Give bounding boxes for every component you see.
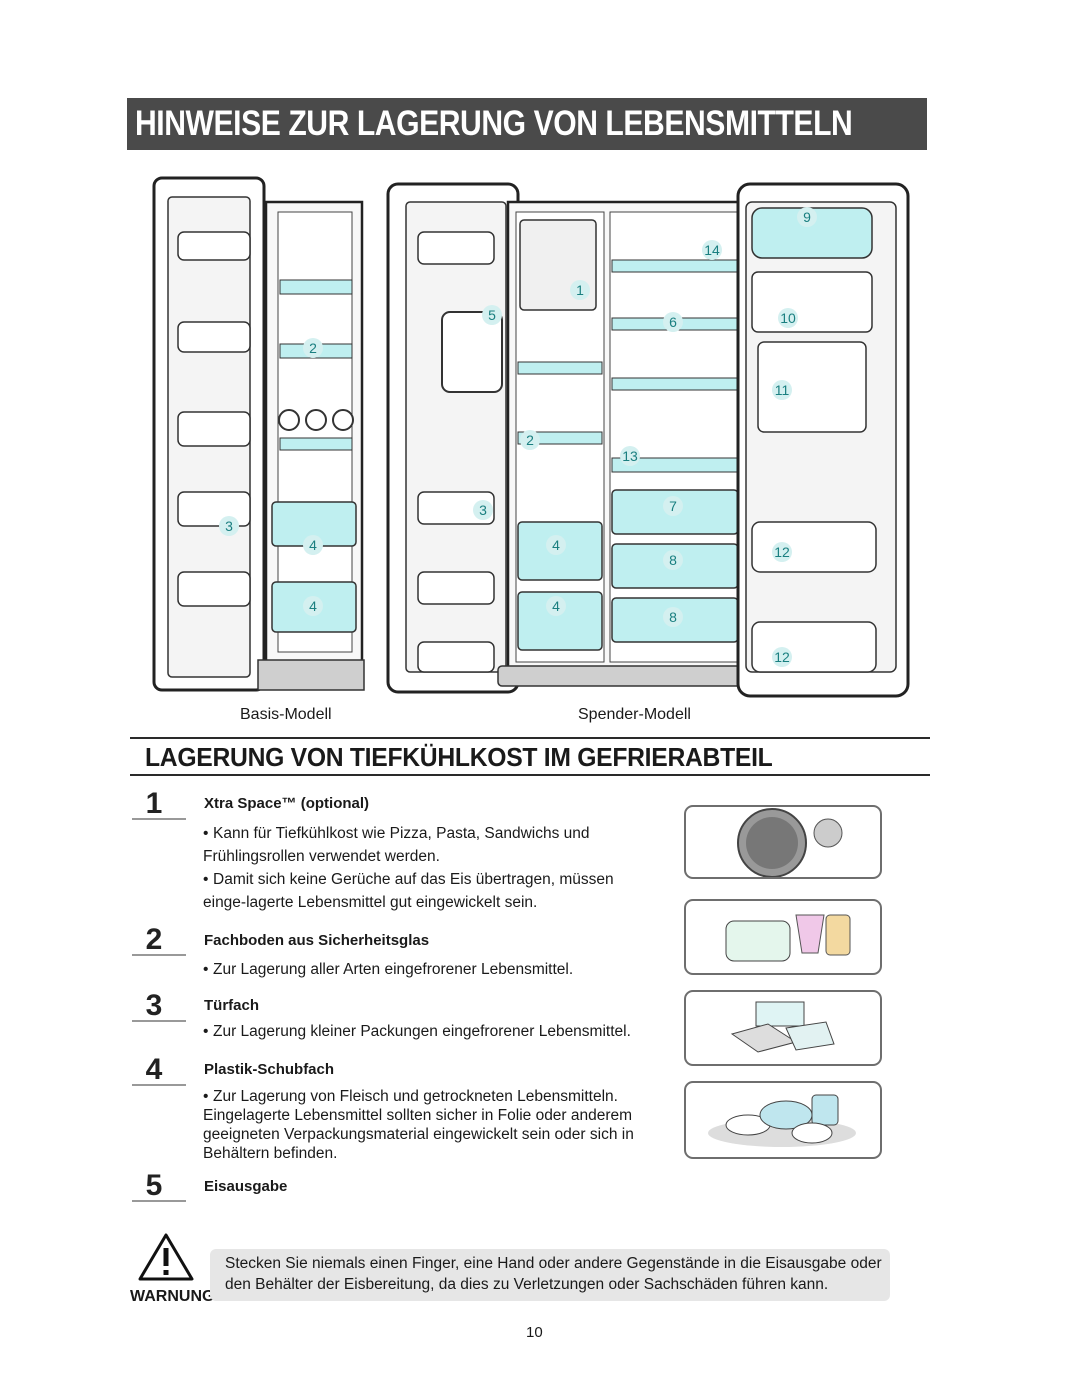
item-title: Eisausgabe: [204, 1178, 288, 1195]
frozen-food-image: [684, 899, 882, 975]
warning-label: WARNUNG: [130, 1288, 215, 1305]
callout-12-a: 12: [772, 542, 792, 562]
item-number: 2: [132, 923, 186, 956]
item-bullet: •Kann für Tiefkühlkost wie Pizza, Pasta,…: [203, 825, 590, 865]
item-number: 4: [132, 1053, 186, 1086]
callout-4-spender-a: 4: [546, 535, 566, 555]
warning-box: [210, 1249, 890, 1301]
packages-image: [684, 990, 882, 1066]
item-title: Plastik-Schubfach: [204, 1061, 335, 1078]
callout-3-basis: 3: [219, 516, 239, 536]
callout-13: 13: [620, 446, 640, 466]
item-bullet: •Zur Lagerung aller Arten eingefrorener …: [203, 961, 574, 978]
basis-model-drawing: [152, 176, 365, 692]
callout-12-b: 12: [772, 647, 792, 667]
callout-4-spender-b: 4: [546, 596, 566, 616]
caption-basis-modell: Basis-Modell: [240, 706, 332, 723]
callout-10: 10: [778, 308, 798, 328]
callout-14: 14: [702, 240, 722, 260]
caption-spender-modell: Spender-Modell: [578, 706, 691, 723]
callout-11: 11: [772, 380, 792, 400]
callout-8-b: 8: [663, 607, 683, 627]
item-bullet: •Damit sich keine Gerüche auf das Eis üb…: [203, 871, 614, 911]
section-rule-bottom: [130, 774, 930, 776]
callout-9: 9: [797, 207, 817, 227]
callout-4-basis-a: 4: [303, 535, 323, 555]
callout-2-basis: 2: [303, 338, 323, 358]
item-bullet: •Zur Lagerung kleiner Packungen eingefro…: [203, 1023, 631, 1040]
callout-3-spender: 3: [473, 500, 493, 520]
callout-2-spender: 2: [520, 430, 540, 450]
pizza-image: [684, 805, 882, 879]
section-rule-top: [130, 737, 930, 739]
item-number: 5: [132, 1169, 186, 1202]
spender-model-drawing: [386, 182, 910, 698]
page-title: HINWEISE ZUR LAGERUNG VON LEBENSMITTELN: [135, 104, 853, 143]
callout-8-a: 8: [663, 550, 683, 570]
item-number: 3: [132, 989, 186, 1022]
title-banner: HINWEISE ZUR LAGERUNG VON LEBENSMITTELN: [127, 98, 927, 150]
item-title: Xtra Space™ (optional): [204, 795, 370, 812]
item-title: Türfach: [204, 997, 260, 1014]
callout-1: 1: [570, 280, 590, 300]
callout-6: 6: [663, 312, 683, 332]
callout-4-basis-b: 4: [303, 596, 323, 616]
item-bullet: •Zur Lagerung von Fleisch und getrocknet…: [203, 1088, 634, 1162]
callout-7: 7: [663, 496, 683, 516]
item-number: 1: [132, 787, 186, 820]
warning-icon: [138, 1233, 194, 1281]
callout-5: 5: [482, 305, 502, 325]
warning-text: Stecken Sie niemals einen Finger, eine H…: [225, 1255, 882, 1293]
page-number: 10: [526, 1324, 543, 1341]
section-title: LAGERUNG VON TIEFKÜHLKOST IM GEFRIERABTE…: [145, 742, 773, 772]
item-title: Fachboden aus Sicherheitsglas: [204, 932, 430, 949]
meat-image: [684, 1081, 882, 1159]
